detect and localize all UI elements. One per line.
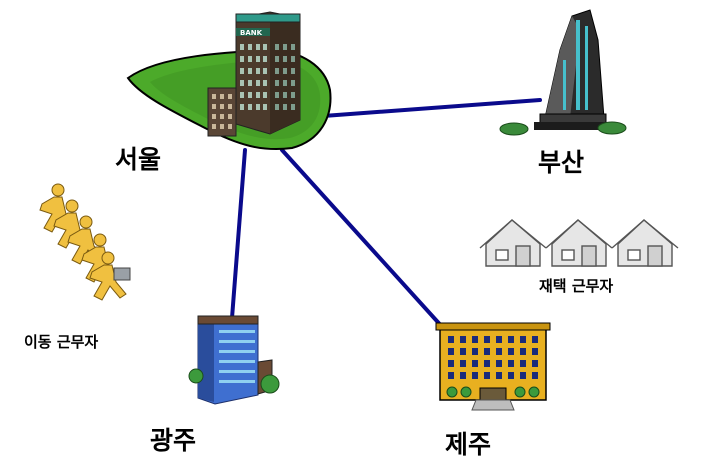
house-icon [479,219,547,267]
label-busan: 부산 [538,148,585,177]
seoul-bank-icon: BANK [126,11,332,151]
house-icon [611,219,679,267]
house-icon [545,219,613,267]
mobile-workers-icon [39,183,131,301]
label-gwangju: 광주 [150,426,197,455]
label-seoul: 서울 [115,145,162,174]
busan-skyscraper-icon [499,9,627,136]
network-links [230,98,542,332]
link-seoul-busan [308,98,542,119]
briefcase-icon [113,267,131,281]
link-seoul-gwangju [230,148,247,320]
label-mobile-workers: 이동 근무자 [24,333,99,351]
jeju-building-icon [435,322,551,411]
label-jeju: 제주 [445,430,492,459]
label-home-workers: 재택 근무자 [539,277,614,295]
home-houses-icon [479,219,679,267]
gwangju-building-icon [188,315,280,405]
bank-sign-text: BANK [240,29,263,37]
link-seoul-jeju [280,148,447,332]
